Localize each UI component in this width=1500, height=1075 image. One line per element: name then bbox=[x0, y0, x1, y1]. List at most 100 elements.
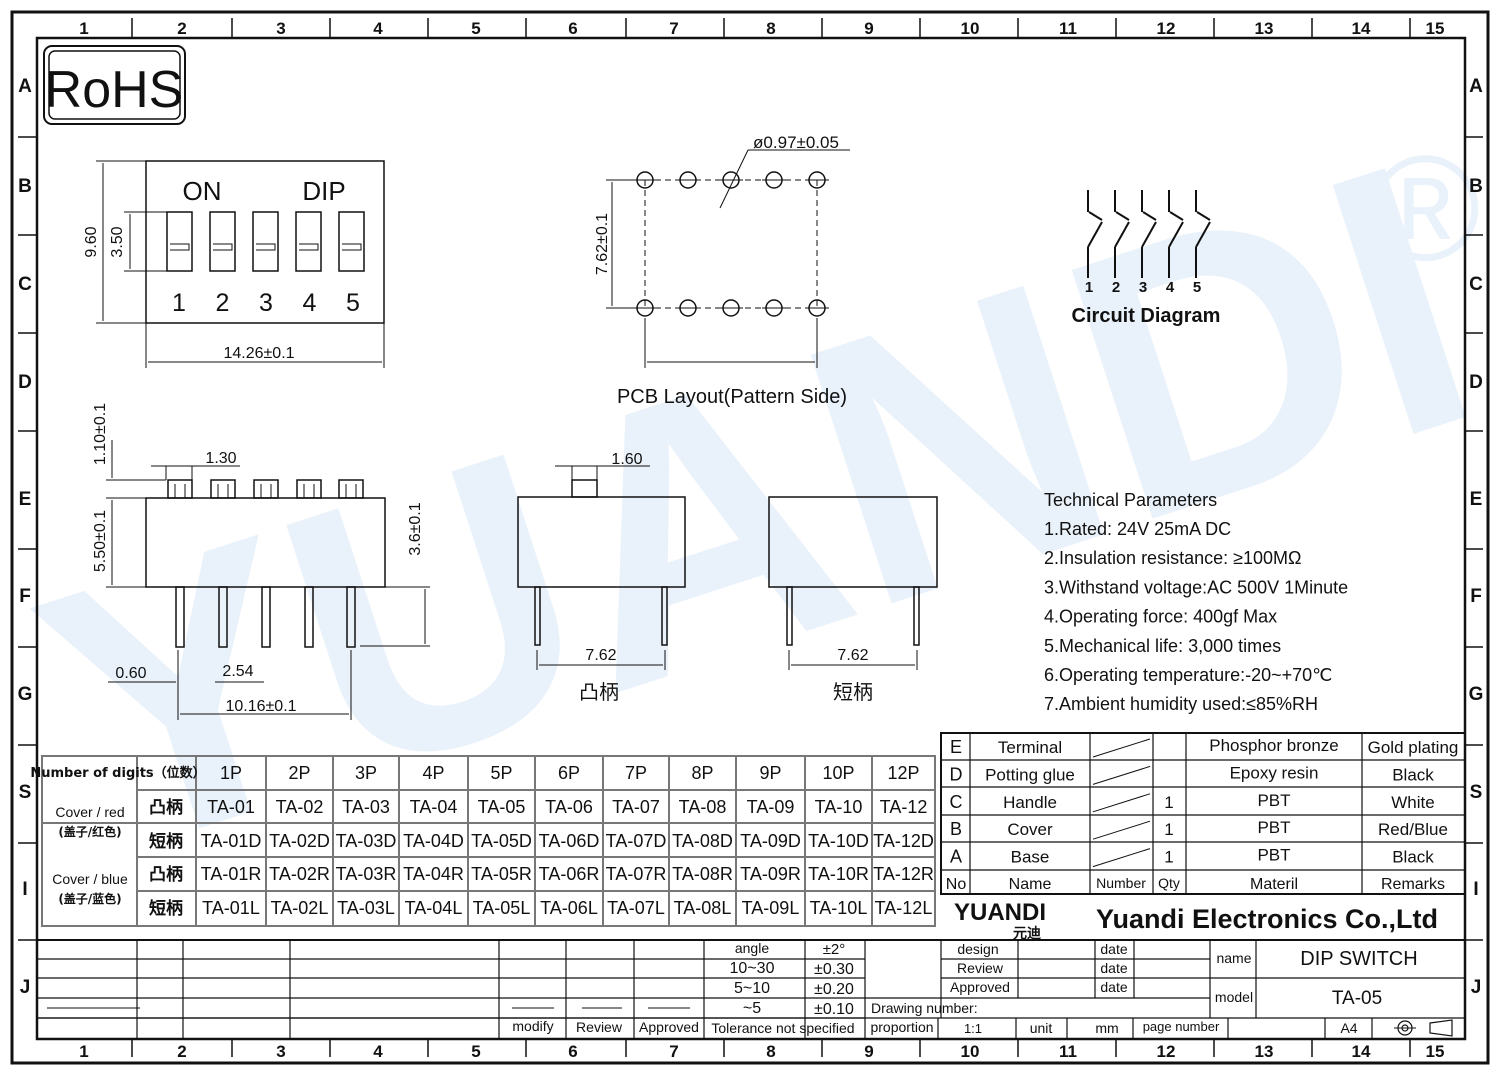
title-block bbox=[37, 939, 1465, 1039]
tb-review-label: Review bbox=[957, 960, 1004, 976]
hole-dim: ø0.97±0.05 bbox=[753, 133, 839, 152]
grid-col-top: 2 bbox=[177, 19, 186, 38]
digit-count: 6P bbox=[558, 763, 580, 783]
model-number: TA-03L bbox=[337, 898, 395, 918]
tech-parameter: 6.Operating temperature:-20~+70℃ bbox=[1044, 665, 1332, 685]
bom-number-slash bbox=[1092, 738, 1151, 758]
product-model: TA-05 bbox=[1332, 988, 1382, 1009]
grid-col-top: 3 bbox=[276, 19, 285, 38]
circuit-caption: Circuit Diagram bbox=[1072, 305, 1221, 327]
digit-count: 1P bbox=[220, 763, 242, 783]
model-number: TA-10R bbox=[808, 864, 869, 884]
grid-col-bottom: 12 bbox=[1157, 1042, 1176, 1061]
model-table-frame bbox=[41, 755, 936, 927]
switch-slot bbox=[338, 211, 365, 272]
grid-col-bottom: 4 bbox=[373, 1042, 383, 1061]
digit-count: 7P bbox=[625, 763, 647, 783]
grid-row-left: C bbox=[18, 274, 32, 295]
pin bbox=[218, 586, 228, 648]
cover-color-label: Cover / red bbox=[55, 804, 124, 820]
model-number: TA-04R bbox=[403, 864, 464, 884]
model-number: TA-12L bbox=[875, 898, 933, 918]
model-number: TA-08L bbox=[674, 898, 732, 918]
actuator bbox=[210, 479, 236, 499]
model-number: TA-02D bbox=[269, 831, 330, 851]
position-number: 1 bbox=[172, 289, 186, 317]
model-number: TA-05 bbox=[478, 797, 526, 817]
grid-col-bottom: 3 bbox=[276, 1042, 285, 1061]
dim-actuator-height: 1.10±0.1 bbox=[92, 403, 109, 465]
grid-row-right: E bbox=[1470, 489, 1483, 510]
flush-label: 短柄 bbox=[833, 680, 873, 704]
title-block-text: angle±2°10~30±0.305~10±0.20~5±0.10Tolera… bbox=[512, 940, 1453, 1037]
bom-number-slash bbox=[1092, 848, 1151, 868]
bom-remarks: White bbox=[1391, 793, 1434, 812]
outer-frame bbox=[10, 10, 1490, 1065]
circuit-number: 5 bbox=[1193, 279, 1201, 296]
grid-row-left: D bbox=[18, 372, 32, 393]
model-number: TA-12 bbox=[880, 797, 928, 817]
dim-pin-length: 3.6±0.1 bbox=[407, 502, 424, 555]
rohs-badge-inner bbox=[48, 50, 181, 120]
grid-col-top: 9 bbox=[864, 19, 873, 38]
model-number: TA-12D bbox=[873, 831, 934, 851]
grid-col-bottom: 8 bbox=[766, 1042, 775, 1061]
grid-row-left: E bbox=[19, 489, 32, 510]
model-number: TA-09D bbox=[740, 831, 801, 851]
grid-col-top: 15 bbox=[1426, 19, 1445, 38]
grid-labels: 1122334455667788991010111112121313141415… bbox=[18, 18, 1484, 1061]
grid-row-right: I bbox=[1473, 879, 1478, 900]
pcb-layout bbox=[606, 149, 850, 368]
tech-title: Technical Parameters bbox=[1044, 490, 1217, 510]
grid-col-bottom: 2 bbox=[177, 1042, 186, 1061]
top-view bbox=[96, 160, 385, 368]
model-number: TA-05D bbox=[471, 831, 532, 851]
model-number: TA-07 bbox=[612, 797, 660, 817]
slider-knob bbox=[342, 243, 362, 251]
grid-row-right: D bbox=[1469, 372, 1483, 393]
rohs-label: RoHS bbox=[45, 61, 184, 119]
model-number: TA-02 bbox=[276, 797, 324, 817]
actuator-type: 短柄 bbox=[149, 898, 183, 919]
bom-header-remarks: Remarks bbox=[1381, 876, 1445, 893]
review-label: Review bbox=[576, 1019, 623, 1035]
circuit-contact bbox=[1088, 211, 1103, 221]
circuit-number: 2 bbox=[1112, 279, 1120, 296]
proportion-label: proportion bbox=[870, 1019, 933, 1035]
tolerance-value: ±0.20 bbox=[814, 981, 854, 998]
grid-row-right: B bbox=[1469, 176, 1483, 197]
angle-label: angle bbox=[735, 940, 769, 956]
pin bbox=[261, 586, 271, 648]
rohs-badge-outer bbox=[43, 45, 186, 125]
model-label: model bbox=[1215, 989, 1253, 1005]
model-number: TA-02R bbox=[269, 864, 330, 884]
row-spacing-dim: 7.62±0.1 bbox=[594, 213, 611, 275]
digit-count: 3P bbox=[355, 763, 377, 783]
model-number: TA-01L bbox=[202, 898, 260, 918]
grid-row-right: S bbox=[1470, 782, 1483, 803]
grid-col-bottom: 10 bbox=[961, 1042, 980, 1061]
bom-number-slash bbox=[1092, 820, 1151, 840]
page-number-label: page number bbox=[1143, 1019, 1220, 1034]
grid-col-top: 6 bbox=[568, 19, 577, 38]
bom-no: A bbox=[950, 847, 962, 867]
bom-header-no: No bbox=[946, 876, 967, 893]
grid-row-left: S bbox=[19, 782, 32, 803]
model-number: TA-07D bbox=[606, 831, 667, 851]
proportion-value: 1:1 bbox=[964, 1021, 982, 1036]
grid-col-bottom: 15 bbox=[1426, 1042, 1445, 1061]
grid-row-right: G bbox=[1469, 684, 1484, 705]
model-number: TA-08R bbox=[672, 864, 733, 884]
grid-row-left: B bbox=[18, 176, 32, 197]
circuit-switch bbox=[1114, 221, 1130, 248]
digit-count: 10P bbox=[822, 763, 854, 783]
grid-col-bottom: 9 bbox=[864, 1042, 873, 1061]
bom-qty: 1 bbox=[1164, 793, 1173, 812]
pin bbox=[175, 586, 185, 648]
actuator-type: 凸柄 bbox=[149, 797, 183, 818]
bom-no: B bbox=[950, 819, 962, 839]
model-number: TA-04L bbox=[405, 898, 463, 918]
model-number: TA-12R bbox=[873, 864, 934, 884]
bom-name: Handle bbox=[1003, 793, 1057, 812]
grid-col-top: 11 bbox=[1059, 19, 1077, 38]
